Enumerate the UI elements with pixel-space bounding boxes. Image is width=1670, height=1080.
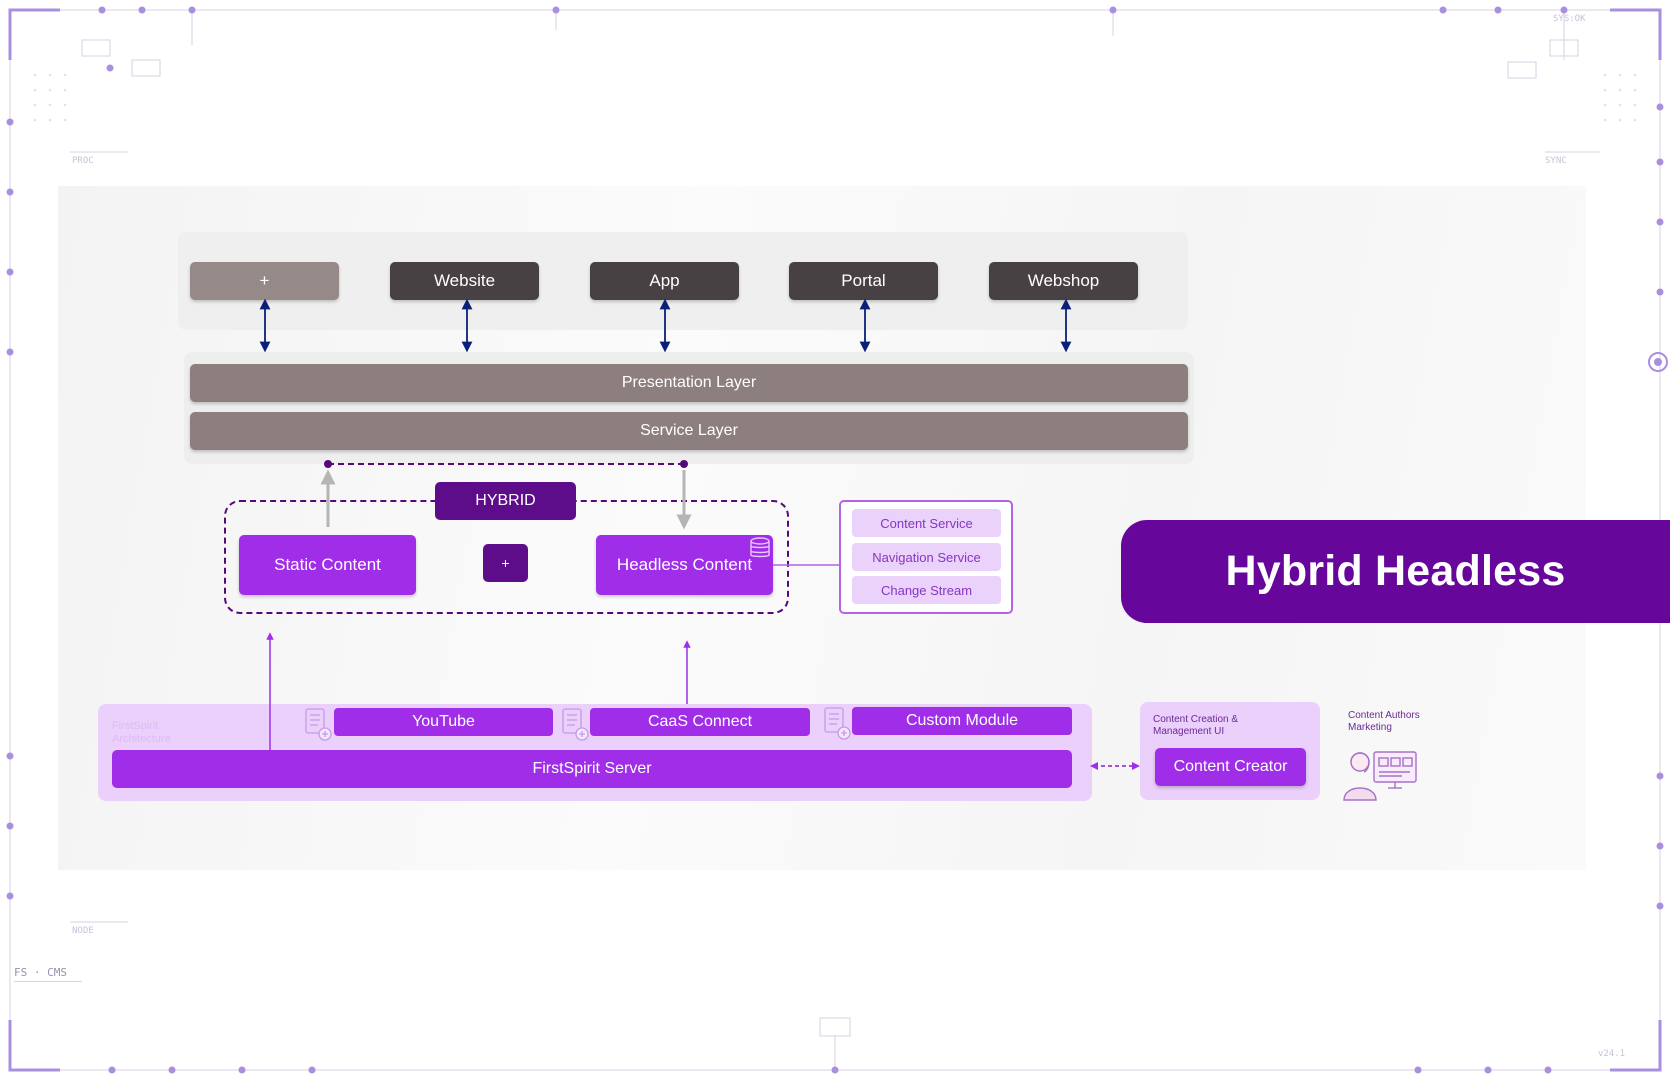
hybrid-tag: HYBRID — [435, 482, 576, 520]
add-content-button[interactable]: + — [483, 544, 528, 582]
sync-label: SYNC — [1545, 156, 1567, 166]
status-label: SYS:OK — [1553, 14, 1586, 24]
content-author-person-icon — [1343, 751, 1417, 801]
hybrid-headless-banner: Hybrid Headless — [1121, 520, 1670, 623]
content-creation-label: Content Creation & Management UI — [1153, 714, 1239, 737]
change-stream-item[interactable]: Change Stream — [852, 576, 1001, 604]
brand-corner-label: FS · CMS — [14, 966, 82, 982]
module-document-icon — [305, 708, 332, 741]
channel-webshop[interactable]: Webshop — [989, 262, 1138, 300]
module-caas-connect[interactable]: CaaS Connect — [590, 708, 810, 736]
presentation-layer[interactable]: Presentation Layer — [190, 364, 1188, 402]
service-layer[interactable]: Service Layer — [190, 412, 1188, 450]
navigation-service-item[interactable]: Navigation Service — [852, 543, 1001, 571]
module-youtube[interactable]: YouTube — [334, 708, 553, 736]
module-document-icon — [824, 707, 851, 740]
node-label: NODE — [72, 926, 94, 936]
version-label: v24.1 — [1598, 1049, 1626, 1059]
channel-app[interactable]: App — [590, 262, 739, 300]
proc-label: PROC — [72, 156, 94, 166]
content-service-item[interactable]: Content Service — [852, 509, 1001, 537]
module-document-icon — [562, 708, 589, 741]
headless-content-box[interactable]: Headless Content — [596, 535, 773, 595]
channel-website[interactable]: Website — [390, 262, 539, 300]
content-authors-label: Content Authors Marketing — [1348, 710, 1420, 733]
channel-add-button[interactable]: + — [190, 262, 339, 300]
database-icon — [750, 537, 770, 558]
headless-content-label: Headless Content — [616, 555, 753, 574]
firstspirit-server[interactable]: FirstSpirit Server — [112, 750, 1072, 788]
static-content-box[interactable]: Static Content — [239, 535, 416, 595]
content-creator-button[interactable]: Content Creator — [1155, 748, 1306, 786]
channel-portal[interactable]: Portal — [789, 262, 938, 300]
firstspirit-faint-label: FirstSpirit Architecture — [112, 720, 171, 745]
module-custom[interactable]: Custom Module — [852, 707, 1072, 735]
